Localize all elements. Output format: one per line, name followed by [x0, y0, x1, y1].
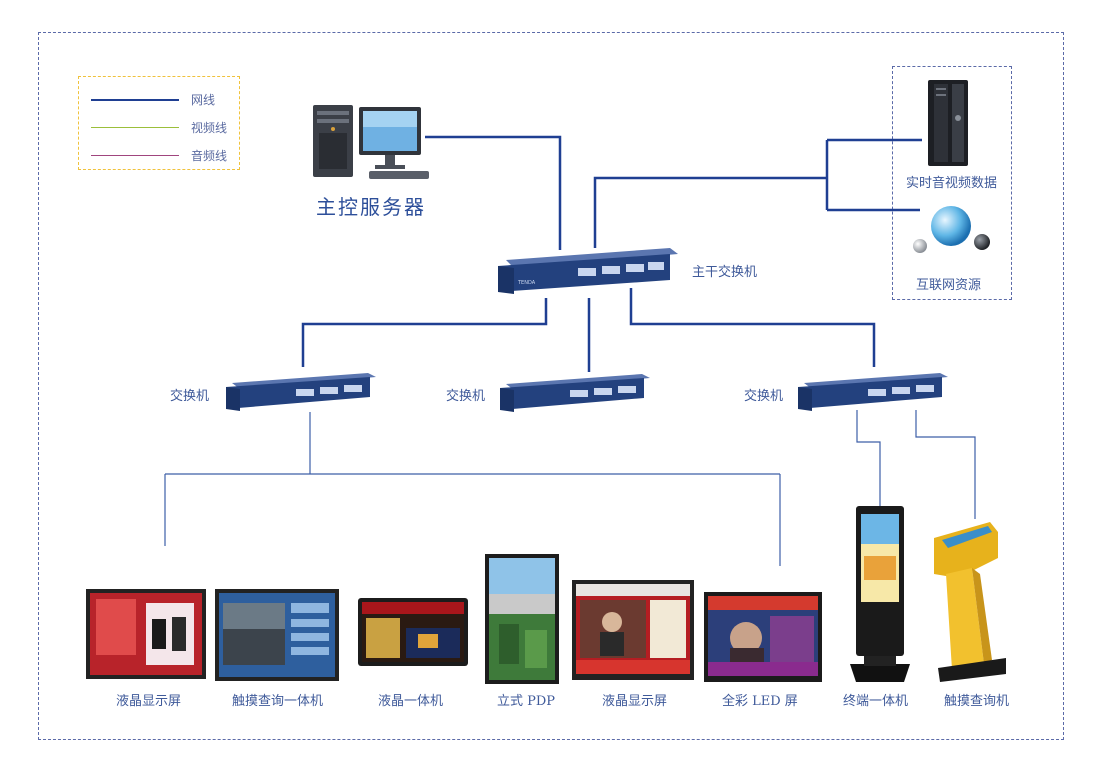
- wire-core-left: [301, 298, 548, 367]
- device-label: 液晶显示屏: [116, 694, 182, 709]
- diagram-frame: [38, 32, 1064, 740]
- switch-left-label: 交换机: [170, 389, 210, 404]
- legend-label: 网线: [191, 93, 216, 107]
- lcd-allinone-icon: [358, 598, 468, 666]
- legend-item-network: 网线: [91, 91, 236, 107]
- realtime-av-label: 实时音视频数据: [906, 176, 998, 191]
- switch-right-label: 交换机: [744, 389, 784, 404]
- rack-server-icon: [924, 78, 972, 168]
- device-label: 触摸查询机: [944, 694, 1010, 709]
- wire-to-kiosk: [915, 410, 976, 519]
- legend-item-audio: 音频线: [91, 147, 236, 163]
- led-screen-icon: [704, 592, 822, 682]
- touch-kiosk-icon: [928, 518, 1006, 682]
- legend-line-video: [91, 127, 179, 128]
- wire-core-external: [593, 176, 827, 248]
- internet-label: 互联网资源: [916, 278, 982, 293]
- switch-right-icon: [798, 371, 948, 411]
- device-label: 液晶一体机: [378, 694, 444, 709]
- server-computer-icon: [313, 103, 437, 183]
- wire-to-terminal: [856, 410, 881, 508]
- main-server-label: 主控服务器: [316, 195, 426, 219]
- lcd-display-icon: [86, 589, 206, 679]
- switch-left-icon: [226, 371, 376, 411]
- core-switch-icon: TENDA: [498, 246, 680, 294]
- legend-label: 音频线: [191, 149, 228, 163]
- legend-line-network: [91, 99, 179, 101]
- globe-icon: [906, 202, 996, 264]
- switch-mid-icon: [500, 372, 650, 412]
- legend: 网线 视频线 音频线: [78, 76, 240, 170]
- legend-item-video: 视频线: [91, 119, 236, 135]
- device-label: 全彩 LED 屏: [722, 694, 798, 709]
- core-switch-label: 主干交换机: [692, 265, 758, 280]
- device-label: 立式 PDP: [497, 694, 556, 709]
- device-label: 液晶显示屏: [602, 694, 668, 709]
- wire-server-core: [425, 135, 562, 250]
- standing-pdp-icon: [485, 554, 559, 684]
- wire-core-right: [629, 288, 876, 367]
- external-resource-box: [892, 66, 1012, 300]
- lcd-display-news-icon: [572, 580, 694, 680]
- switch-mid-label: 交换机: [446, 389, 486, 404]
- touch-query-allinone-icon: [215, 589, 339, 681]
- device-label: 触摸查询一体机: [232, 694, 324, 709]
- device-label: 终端一体机: [843, 694, 909, 709]
- svg-text:TENDA: TENDA: [517, 280, 536, 286]
- terminal-kiosk-icon: [846, 506, 914, 682]
- legend-line-audio: [91, 155, 179, 156]
- legend-label: 视频线: [191, 121, 228, 135]
